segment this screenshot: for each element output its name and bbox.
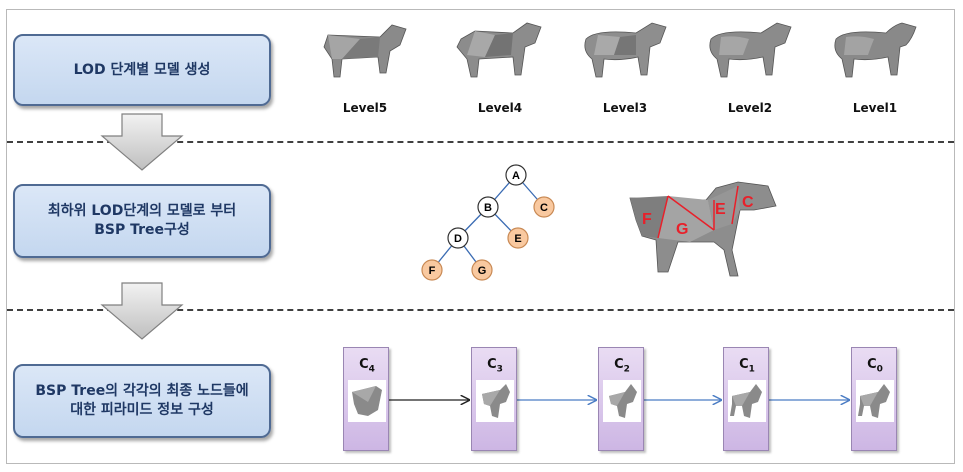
svg-text:E: E [514,233,521,245]
svg-text:G: G [478,265,487,277]
pyramid-c4-icon [348,380,386,422]
tree-node-d: D [447,227,469,249]
pyramid-c1: C1 [723,347,769,451]
pyramid-c2: C2 [598,347,644,451]
cow-level4-image [456,22,542,78]
pyramid-c2-label: C2 [614,357,630,375]
bsp-tree: A B C D E F G [421,164,555,281]
pyramid-c1-label: C1 [739,357,755,375]
separator-1 [7,141,954,143]
step-box-bsp-tree: 최하위 LOD단계의 모델로 부터 BSP Tree구성 [13,184,271,258]
pyramid-c3-label: C3 [487,357,503,375]
region-label-e: E [715,201,726,218]
separator-2 [7,309,954,311]
level2-label: Level2 [727,101,773,115]
svg-text:A: A [512,170,520,182]
level5-label: Level5 [342,101,388,115]
step-box-lod-generation: LOD 단계별 모델 생성 [13,34,271,106]
down-arrow-1 [100,113,184,171]
tree-node-b: B [477,196,499,218]
svg-text:F: F [429,265,436,277]
pyramid-c1-icon [728,380,766,422]
bsp-partition-cow-image: F G E C [629,181,777,277]
tree-node-g: G [471,259,493,281]
svg-text:D: D [454,233,462,245]
step-box-pyramid-info: BSP Tree의 각각의 최종 노드들에 대한 피라미드 정보 구성 [13,364,271,438]
down-arrow-2 [100,282,184,340]
level3-label: Level3 [602,101,648,115]
pyramid-c3-icon [476,380,514,422]
cow-level5-image [323,24,407,78]
cow-level3-image [584,22,667,78]
pyramid-c4-label: C4 [359,357,375,375]
cow-level2-image [709,22,792,78]
cow-level1-image [834,22,917,78]
region-label-g: G [676,221,688,238]
tree-node-a: A [505,164,527,186]
pyramid-c3: C3 [471,347,517,451]
tree-node-e: E [507,227,529,249]
pyramid-c0-icon [856,380,894,422]
pyramid-c0: C0 [851,347,897,451]
pyramid-c2-icon [603,380,641,422]
tree-node-f: F [421,259,443,281]
level1-label: Level1 [852,101,898,115]
svg-text:C: C [540,202,548,214]
tree-node-c: C [533,196,555,218]
region-label-c: C [742,194,754,211]
pyramid-c4: C4 [343,347,389,451]
pyramid-c0-label: C0 [867,357,883,375]
region-label-f: F [642,211,652,228]
diagram-frame [6,9,955,464]
svg-text:B: B [484,202,492,214]
level4-label: Level4 [477,101,523,115]
